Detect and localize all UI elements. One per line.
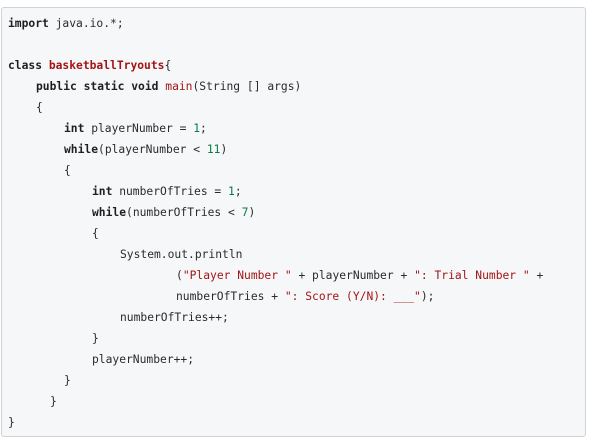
code-token-kw: public bbox=[36, 80, 77, 93]
code-line: { bbox=[36, 101, 43, 115]
code-line: int numberOfTries = 1; bbox=[92, 185, 242, 199]
code-token-plain: } bbox=[8, 416, 15, 429]
code-token-plain: numberOfTries = bbox=[112, 185, 229, 198]
code-line: ("Player Number " + playerNumber + ": Tr… bbox=[176, 269, 543, 283]
code-token-str: "Player Number " bbox=[182, 269, 292, 282]
code-token-plain bbox=[77, 80, 84, 93]
code-line: System.out.println bbox=[120, 248, 242, 262]
code-token-str: ": Score (Y/N): ___" bbox=[284, 290, 421, 303]
code-token-plain: { bbox=[92, 227, 99, 240]
code-token-fn: main bbox=[165, 80, 193, 93]
code-token-plain: numberOfTries + bbox=[176, 290, 285, 303]
code-token-kw: while bbox=[64, 143, 99, 156]
code-token-kw: while bbox=[92, 206, 127, 219]
code-token-plain: playerNumber++; bbox=[92, 353, 195, 366]
code-token-plain: (numberOfTries < bbox=[126, 206, 242, 219]
code-token-num: 7 bbox=[241, 206, 249, 219]
code-line: } bbox=[92, 332, 99, 346]
code-token-plain: } bbox=[50, 395, 57, 408]
code-token-kw: int bbox=[92, 185, 113, 198]
code-token-kw: int bbox=[64, 122, 85, 135]
code-token-kw: void bbox=[131, 80, 159, 93]
code-block: import java.io.*; class basketballTryouts… bbox=[1, 7, 586, 437]
code-token-plain bbox=[42, 59, 49, 72]
code-token-kw: class bbox=[8, 59, 43, 72]
code-token-num: 1 bbox=[193, 122, 201, 135]
code-token-kw: import bbox=[8, 17, 49, 30]
code-token-plain: } bbox=[64, 374, 71, 387]
code-token-plain: { bbox=[64, 164, 71, 177]
code-token-plain: + playerNumber + bbox=[291, 269, 415, 282]
code-line: numberOfTries++; bbox=[120, 311, 229, 325]
code-token-title: basketballTryouts bbox=[48, 59, 165, 72]
code-token-plain: ) bbox=[220, 143, 228, 156]
code-line: playerNumber++; bbox=[92, 353, 194, 367]
code-token-plain: ); bbox=[420, 290, 435, 303]
code-token-plain: numberOfTries++; bbox=[120, 311, 229, 324]
code-token-plain: java.io.*; bbox=[48, 17, 124, 30]
code-token-plain: (playerNumber < bbox=[98, 143, 207, 156]
code-line: while(numberOfTries < 7) bbox=[92, 206, 255, 220]
code-line: class basketballTryouts{ bbox=[8, 59, 171, 73]
code-token-plain: { bbox=[164, 59, 172, 72]
code-token-num: 11 bbox=[206, 143, 221, 156]
code-line: { bbox=[64, 164, 71, 178]
code-token-plain: } bbox=[92, 332, 99, 345]
code-token-plain: (String [] args) bbox=[192, 80, 302, 93]
code-line: { bbox=[92, 227, 99, 241]
code-token-plain: System.out.println bbox=[120, 248, 243, 261]
code-token-plain: ; bbox=[234, 185, 242, 198]
code-token-plain: + bbox=[529, 269, 544, 282]
code-line: public static void main(String [] args) bbox=[36, 80, 301, 94]
code-line: } bbox=[8, 416, 15, 430]
code-token-plain: { bbox=[36, 101, 43, 114]
code-token-plain: ) bbox=[248, 206, 256, 219]
code-token-plain: ( bbox=[176, 269, 183, 282]
code-token-str: ": Trial Number " bbox=[414, 269, 530, 282]
code-line: import java.io.*; bbox=[8, 17, 124, 31]
code-token-kw: static bbox=[83, 80, 125, 93]
code-line: numberOfTries + ": Score (Y/N): ___"); bbox=[176, 290, 434, 304]
code-line: while(playerNumber < 11) bbox=[64, 143, 227, 157]
code-token-plain: playerNumber = bbox=[84, 122, 194, 135]
code-line: } bbox=[50, 395, 57, 409]
code-line: int playerNumber = 1; bbox=[64, 122, 207, 136]
code-token-num: 1 bbox=[228, 185, 235, 198]
code-token-plain: ; bbox=[200, 122, 207, 135]
code-line: } bbox=[64, 374, 71, 388]
